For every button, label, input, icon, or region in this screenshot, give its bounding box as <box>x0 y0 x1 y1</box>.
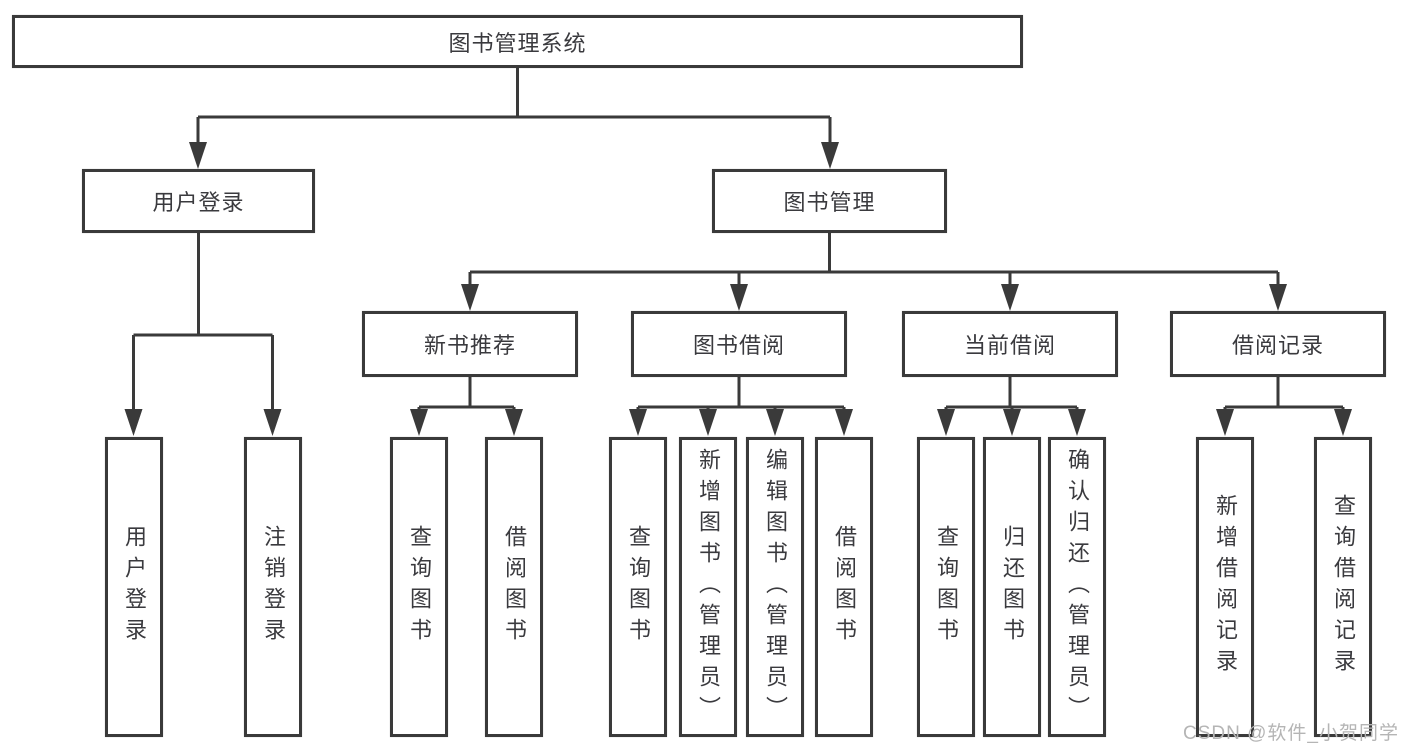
node-book-management: 图书管理 <box>712 169 947 233</box>
leaf-newrec-query-books: 查询图书 <box>390 437 448 737</box>
leaf-borrow-add-books-label: 新增图书（管理员） <box>696 447 721 727</box>
leaf-newrec-borrow-books-label: 借阅图书 <box>502 525 527 649</box>
leaf-records-add-record: 新增借阅记录 <box>1196 437 1254 737</box>
node-new-book-recommend: 新书推荐 <box>362 311 578 377</box>
leaf-user-login-label: 用户登录 <box>122 525 147 649</box>
leaf-borrow-query-books-label: 查询图书 <box>626 525 651 649</box>
leaf-borrow-borrow-books-label: 借阅图书 <box>832 525 857 649</box>
leaf-current-query-books-label: 查询图书 <box>934 525 959 649</box>
node-book-borrow: 图书借阅 <box>631 311 847 377</box>
node-root-label: 图书管理系统 <box>448 30 587 56</box>
leaf-records-query-record-label: 查询借阅记录 <box>1331 494 1356 680</box>
leaf-borrow-edit-books-label: 编辑图书（管理员） <box>763 447 788 727</box>
leaf-borrow-edit-books: 编辑图书（管理员） <box>746 437 804 737</box>
node-book-management-label: 图书管理 <box>783 190 876 215</box>
leaf-borrow-borrow-books: 借阅图书 <box>815 437 873 737</box>
leaf-logout: 注销登录 <box>244 437 302 737</box>
node-user-login: 用户登录 <box>82 169 315 233</box>
node-current-borrow-label: 当前借阅 <box>963 333 1056 358</box>
leaf-borrow-query-books: 查询图书 <box>609 437 667 737</box>
leaf-logout-label: 注销登录 <box>261 525 286 649</box>
leaf-borrow-add-books: 新增图书（管理员） <box>679 437 737 737</box>
csdn-watermark: CSDN @软件_小贺同学 <box>1183 723 1399 744</box>
node-borrow-records-label: 借阅记录 <box>1231 333 1324 358</box>
leaf-current-query-books: 查询图书 <box>917 437 975 737</box>
leaf-newrec-borrow-books: 借阅图书 <box>485 437 543 737</box>
node-borrow-records: 借阅记录 <box>1170 311 1386 377</box>
node-new-book-recommend-label: 新书推荐 <box>423 333 516 358</box>
leaf-records-add-record-label: 新增借阅记录 <box>1213 494 1238 680</box>
node-user-login-label: 用户登录 <box>152 190 245 215</box>
node-root: 图书管理系统 <box>12 15 1023 68</box>
leaf-current-return-books-label: 归还图书 <box>1000 525 1025 649</box>
leaf-current-confirm-return: 确认归还（管理员） <box>1048 437 1106 737</box>
leaf-newrec-query-books-label: 查询图书 <box>407 525 432 649</box>
node-book-borrow-label: 图书借阅 <box>692 333 785 358</box>
leaf-current-return-books: 归还图书 <box>983 437 1041 737</box>
leaf-user-login: 用户登录 <box>105 437 163 737</box>
leaf-current-confirm-return-label: 确认归还（管理员） <box>1065 447 1090 727</box>
arrowheads <box>124 142 1352 436</box>
node-current-borrow: 当前借阅 <box>902 311 1118 377</box>
leaf-records-query-record: 查询借阅记录 <box>1314 437 1372 737</box>
